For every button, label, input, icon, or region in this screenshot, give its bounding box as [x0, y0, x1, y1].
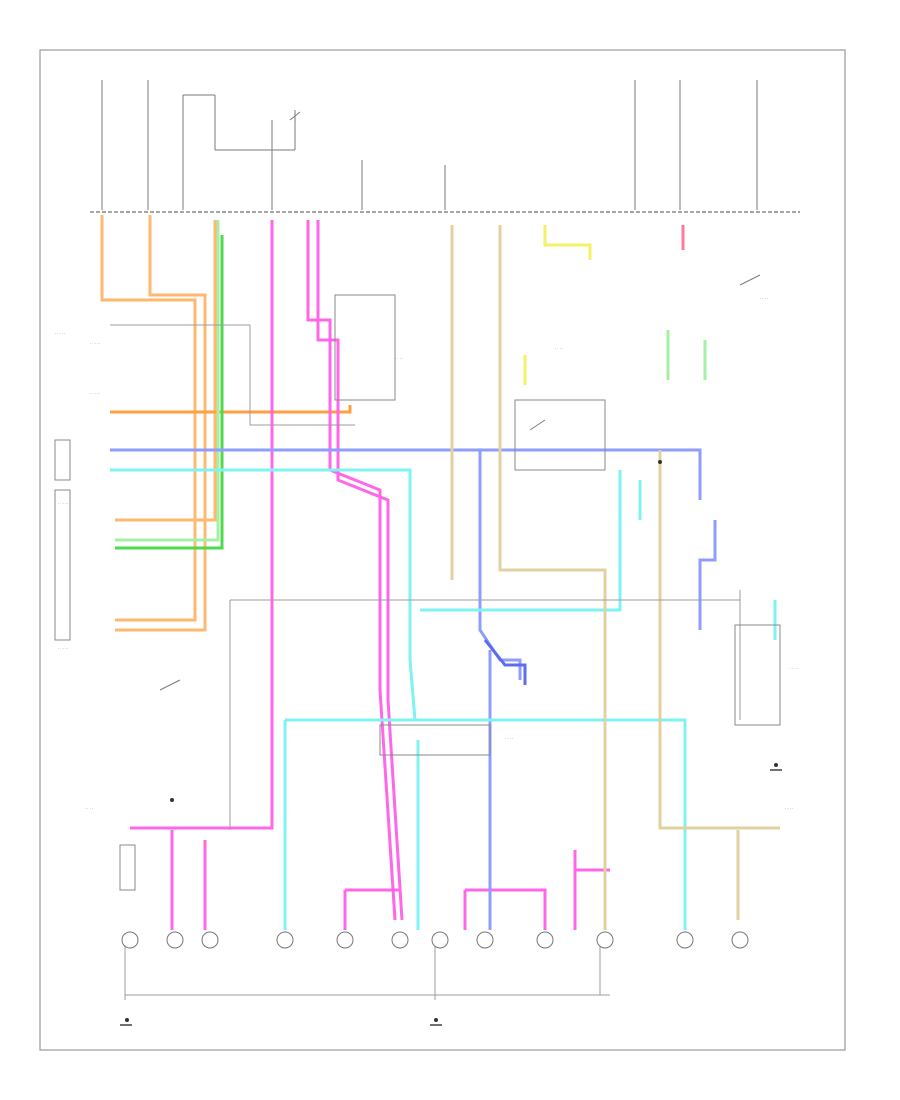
lamp-icon — [121, 931, 139, 949]
lamp-icon — [276, 931, 294, 949]
svg-text:· · · ·: · · · · — [785, 807, 793, 811]
svg-text:· · · · ·: · · · · · — [58, 647, 68, 651]
lamp-icon — [431, 931, 449, 949]
cyan-wires — [110, 468, 777, 930]
yellow-wire — [543, 225, 592, 260]
lamp-row — [121, 931, 749, 949]
svg-text:· · · · ·: · · · · · — [90, 342, 100, 346]
svg-text:· · · ·: · · · · — [85, 807, 93, 811]
svg-text:· · · · ·: · · · · · — [58, 502, 68, 506]
blue-wires — [110, 448, 717, 930]
lamp-icon — [596, 931, 614, 949]
connector-boxes — [54, 294, 781, 891]
svg-text:· · · · ·: · · · · · — [90, 392, 100, 396]
diagram-border — [39, 49, 846, 1051]
lamp-icon — [731, 931, 749, 949]
lamp-icon — [166, 931, 184, 949]
module-labels: · · · · · · · · · · · · · · · · · · · · … — [55, 297, 798, 811]
lamp-icon — [336, 931, 354, 949]
gray-wires — [110, 324, 741, 1000]
lamp-icon — [476, 931, 494, 949]
lamp-icon — [391, 931, 409, 949]
switch-symbols — [159, 111, 761, 691]
pink-wires — [130, 220, 610, 930]
green-wires — [115, 220, 707, 550]
svg-text:· · · ·: · · · · — [555, 347, 563, 351]
lamp-icon — [536, 931, 554, 949]
lamp-icon — [201, 931, 219, 949]
orange-wire-module — [110, 405, 352, 414]
tan-wires — [450, 225, 780, 930]
svg-text:· · · ·: · · · · — [505, 737, 513, 741]
svg-text:· · · ·: · · · · — [760, 297, 768, 301]
svg-text:· · · · ·: · · · · · — [55, 332, 65, 336]
lamp-icon — [676, 931, 694, 949]
svg-text:· · · ·: · · · · — [790, 667, 798, 671]
fuse-feeds — [101, 80, 758, 210]
svg-text:· · · ·: · · · · — [395, 357, 403, 361]
splice-dots — [125, 460, 778, 1022]
ground-icons — [120, 769, 782, 1026]
orange-wires — [100, 215, 217, 632]
